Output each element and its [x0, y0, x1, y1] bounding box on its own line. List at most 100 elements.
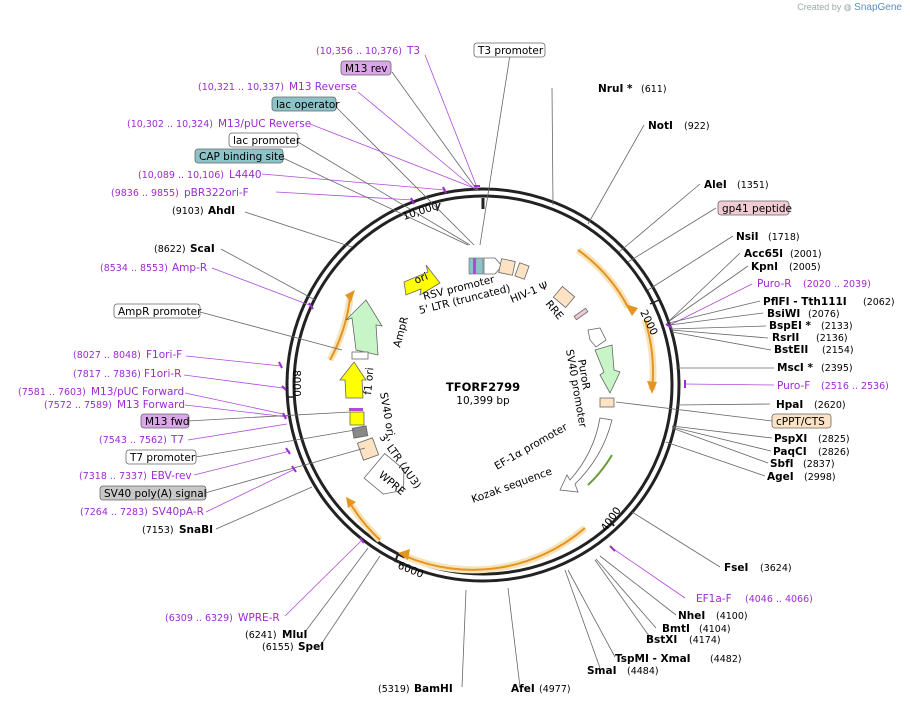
feature-box-t7-promoter: T7 promoter	[125, 449, 197, 465]
enzyme-name-afei: AfeI	[511, 683, 535, 695]
feature-box-m13-fwd: M13 fwd	[140, 413, 190, 429]
enzyme-name-tspmi-xmai: TspMI - XmaI	[615, 653, 691, 665]
enzyme-pos-nrui: (611)	[641, 84, 667, 95]
enzyme-name-nsii: NsiI	[736, 231, 759, 243]
feature-box-m13-rev: M13 rev	[340, 60, 392, 76]
ori-arrow	[403, 264, 441, 296]
primer-pos-f1ori-f: (8027 .. 8048)	[73, 350, 141, 361]
primer-marks	[278, 185, 686, 552]
enzyme-pos-bmti: (4104)	[699, 624, 731, 635]
credit-brand: SnapGene	[854, 2, 902, 13]
feature-box-cap-binding-site: CAP binding site	[194, 148, 285, 164]
enzyme-pos-smai: (4484)	[627, 666, 659, 677]
enzyme-name-agei: AgeI	[767, 471, 794, 483]
enzyme-name-hpai: HpaI	[776, 399, 803, 411]
primer-name-pbr322ori: pBR322ori-F	[184, 187, 249, 199]
primer-name-m13-forward: M13 Forward	[117, 399, 185, 411]
primer-name-m13puc-forward: M13/pUC Forward	[91, 386, 184, 398]
enzyme-name-nrui: NruI *	[598, 83, 633, 95]
enzyme-name-mlui: MluI	[282, 629, 307, 641]
feature-box-labels: T3 promoter M13 rev lac operator lac pro…	[99, 42, 832, 501]
plasmid-length: 10,399 bp	[456, 395, 510, 407]
enzyme-pos-pflfi-tth111i: (2062)	[863, 297, 895, 308]
enzyme-pos-bspei: (2133)	[821, 321, 853, 332]
primer-name-t3: T3	[406, 45, 420, 57]
enzyme-name-kpni: KpnI	[751, 261, 778, 273]
feature-box-lac-operator: lac operator	[271, 96, 340, 112]
enzyme-name-paqci: PaqCI	[773, 446, 807, 458]
enzyme-pos-mlui: (6241)	[245, 630, 277, 641]
primer-pos-amp-r: (8534 .. 8553)	[100, 263, 168, 274]
enzyme-name-pspxi: PspXI	[774, 433, 807, 445]
enzyme-name-spei: SpeI	[298, 641, 324, 653]
primer-name-m13-reverse: M13 Reverse	[289, 81, 357, 93]
svg-text:T3 promoter: T3 promoter	[477, 45, 544, 57]
enzyme-name-rsrii: RsrII	[772, 332, 799, 344]
primer-name-t7: T7	[170, 434, 184, 446]
primer-name-wpre-r: WPRE-R	[238, 612, 280, 624]
feature-box-cppt-cts: cPPT/CTS	[771, 413, 832, 429]
enzyme-labels: NruI * (611) NotI (922) AleI (1351) NsiI…	[142, 83, 895, 695]
enzyme-pos-fsei: (3624)	[760, 563, 792, 574]
primer-pos-pbr322ori: (9836 .. 9855)	[111, 188, 179, 199]
enzyme-name-bsiwi: BsiWI	[767, 308, 800, 320]
inner-label-hiv1-psi: HIV-1 Ψ	[509, 280, 550, 306]
enzyme-pos-tspmi-xmai: (4482)	[710, 654, 742, 665]
enzyme-name-bmti: BmtI	[662, 623, 690, 635]
enzyme-pos-nhei: (4100)	[716, 611, 748, 622]
primer-name-ef1a-f: EF1a-F	[696, 593, 732, 605]
plasmid-name: TFORF2799	[446, 380, 520, 394]
enzyme-name-bsteii: BstEII	[774, 344, 808, 356]
inner-label-sv40-ori: SV40 ori	[377, 391, 396, 437]
enzyme-pos-sbfi: (2837)	[803, 459, 835, 470]
f1-ori-arrow	[339, 361, 367, 399]
enzyme-pos-bsiwi: (2076)	[808, 309, 840, 320]
enzyme-name-ahdi: AhdI	[208, 205, 235, 217]
enzyme-name-bspei: BspEI *	[769, 320, 812, 332]
enzyme-pos-scai: (8622)	[154, 244, 186, 255]
enzyme-pos-kpni: (2005)	[789, 262, 821, 273]
enzyme-name-pflfi-tth111i: PflFI - Tth111I	[763, 296, 847, 308]
primer-name-puro-r: Puro-R	[757, 278, 792, 290]
feature-box-t3-promoter: T3 promoter	[473, 42, 546, 58]
svg-text:gp41 peptide: gp41 peptide	[722, 203, 792, 215]
enzyme-pos-paqci: (2826)	[818, 447, 850, 458]
snapgene-logo-icon: ◍	[843, 2, 852, 12]
enzyme-name-fsei: FseI	[724, 562, 748, 574]
orf-arcs	[326, 247, 657, 574]
primer-name-m13puc-reverse: M13/pUC Reverse	[218, 118, 311, 130]
primer-pos-puro-r: (2020 .. 2039)	[803, 279, 871, 290]
primer-name-amp-r: Amp-R	[172, 262, 207, 274]
enzyme-pos-hpai: (2620)	[814, 400, 846, 411]
svg-text:AmpR promoter: AmpR promoter	[118, 306, 202, 318]
enzyme-pos-nsii: (1718)	[768, 232, 800, 243]
primer-pos-m13puc-reverse: (10,302 .. 10,324)	[127, 119, 213, 130]
feature-arrows	[339, 257, 621, 495]
enzyme-pos-acc65i: (2001)	[790, 249, 822, 260]
primer-name-sv40pa-r: SV40pA-R	[152, 506, 204, 518]
enzyme-pos-pspxi: (2825)	[818, 434, 850, 445]
enzyme-name-smai: SmaI	[587, 665, 617, 677]
inner-label-ef1a-promoter: EF-1α promoter	[493, 421, 571, 473]
enzyme-name-bamhi: BamHI	[414, 683, 453, 695]
enzyme-name-nhei: NheI	[678, 610, 705, 622]
primer-pos-sv40pa-r: (7264 .. 7283)	[80, 507, 148, 518]
svg-text:SV40 poly(A) signal: SV40 poly(A) signal	[104, 488, 207, 500]
enzyme-name-msci: MscI *	[777, 362, 813, 374]
tick-label-8000: 8000	[290, 370, 302, 397]
tick-label-4000: 4000	[599, 505, 624, 534]
feature-box-lac-promoter: lac promoter	[228, 132, 301, 148]
enzyme-pos-bamhi: (5319)	[378, 684, 410, 695]
rsv-promoter-arrow	[483, 257, 503, 275]
enzyme-pos-snabi: (7153)	[142, 525, 174, 536]
svg-text:T7 promoter: T7 promoter	[129, 452, 196, 464]
enzyme-pos-rsrii: (2136)	[816, 333, 848, 344]
enzyme-pos-spei: (6155)	[262, 642, 294, 653]
primer-pos-m13-forward: (7572 .. 7589)	[44, 400, 112, 411]
enzyme-pos-afei: (4977)	[539, 684, 571, 695]
inner-label-kozak: Kozak sequence	[470, 466, 554, 506]
inner-label-puror: PuroR	[575, 358, 592, 390]
enzyme-pos-noti: (922)	[684, 121, 710, 132]
snapgene-credit: Created by ◍ SnapGene	[797, 2, 902, 13]
